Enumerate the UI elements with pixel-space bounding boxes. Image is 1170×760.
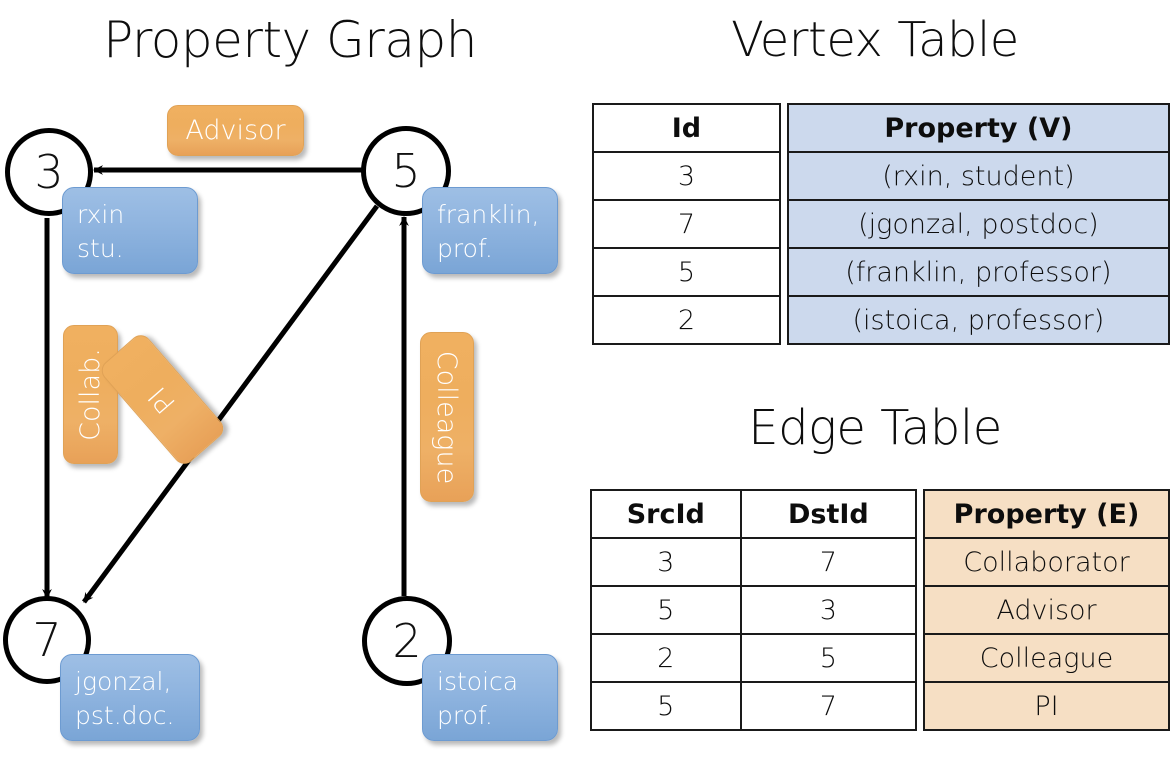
graph-node-5-label: 5 — [391, 144, 421, 198]
edge-table-column-gap — [916, 490, 924, 538]
vertex-prop-box-rxin-role: stu. — [77, 234, 124, 263]
page-title-edge-table: Edge Table — [748, 400, 1002, 456]
table-row[interactable]: 3 7 Collaborator — [590, 537, 1170, 587]
table-row[interactable]: 3 (rxin, student) — [592, 151, 1170, 201]
vertex-row-0-id: 3 — [592, 151, 781, 201]
edge-table-column-gap — [916, 682, 924, 730]
edge-row-1-src: 5 — [590, 585, 742, 635]
vertex-table: Id Property (V) 3 (rxin, student) 7 (jgo… — [592, 103, 1170, 345]
edge-table-header-srcid: SrcId — [590, 489, 742, 539]
vertex-prop-box-franklin-name: franklin, — [437, 200, 540, 229]
vertex-row-1-id: 7 — [592, 199, 781, 249]
vertex-row-1-property: (jgonzal, postdoc) — [786, 199, 1170, 249]
vertex-prop-box-rxin-name: rxin — [77, 200, 125, 229]
edge-table-column-gap — [916, 586, 924, 634]
edge-row-0-dst: 7 — [739, 537, 918, 587]
edge-table-header-property: Property (E) — [923, 489, 1170, 539]
table-row[interactable]: 5 7 PI — [590, 681, 1170, 731]
edge-label-colleague: Colleague — [420, 332, 474, 502]
property-graph-panel: Property Graph 3 5 7 2 rxin stu. frankli… — [0, 0, 580, 760]
edge-label-advisor: Advisor — [167, 105, 304, 156]
graph-node-3-label: 3 — [34, 145, 64, 199]
vertex-prop-box-franklin: franklin, prof. — [422, 187, 558, 274]
vertex-row-3-id: 2 — [592, 295, 781, 345]
edge-row-2-dst: 5 — [739, 633, 918, 683]
edge-table-header-dstid: DstId — [739, 489, 918, 539]
vertex-prop-box-istoica: istoica prof. — [422, 654, 558, 741]
edge-table-column-gap — [916, 538, 924, 586]
edge-label-colleague-text: Colleague — [431, 350, 463, 484]
page-title-vertex-table: Vertex Table — [731, 12, 1019, 68]
edge-label-collab-text: Collab. — [75, 348, 106, 441]
page-title-property-graph: Property Graph — [103, 11, 477, 69]
vertex-table-header-row: Id Property (V) — [592, 103, 1170, 153]
edge-label-collab: Collab. — [63, 325, 118, 464]
vertex-table-header-property: Property (V) — [786, 103, 1170, 153]
vertex-row-0-property: (rxin, student) — [786, 151, 1170, 201]
vertex-prop-box-rxin: rxin stu. — [62, 187, 198, 274]
edge-table-column-gap — [916, 634, 924, 682]
edge-row-3-dst: 7 — [739, 681, 918, 731]
edge-label-pi-text: PI — [142, 380, 183, 419]
vertex-row-2-id: 5 — [592, 247, 781, 297]
table-row[interactable]: 2 5 Colleague — [590, 633, 1170, 683]
table-row[interactable]: 2 (istoica, professor) — [592, 295, 1170, 345]
vertex-prop-box-istoica-name: istoica — [437, 667, 519, 696]
table-row[interactable]: 5 3 Advisor — [590, 585, 1170, 635]
vertex-table-column-gap — [779, 248, 788, 296]
vertex-row-3-property: (istoica, professor) — [786, 295, 1170, 345]
graph-node-7-label: 7 — [32, 613, 62, 667]
vertex-prop-box-franklin-role: prof. — [437, 234, 493, 263]
table-row[interactable]: 7 (jgonzal, postdoc) — [592, 199, 1170, 249]
vertex-row-2-property: (franklin, professor) — [786, 247, 1170, 297]
vertex-prop-box-istoica-role: prof. — [437, 701, 493, 730]
graph-node-2-label: 2 — [392, 614, 422, 668]
edge-row-2-src: 2 — [590, 633, 742, 683]
graph-edges-layer — [42, 165, 409, 604]
vertex-table-header-id: Id — [592, 103, 781, 153]
vertex-prop-box-jgonzal-role: pst.doc. — [75, 701, 175, 730]
edge-row-1-dst: 3 — [739, 585, 918, 635]
edge-label-advisor-text: Advisor — [185, 115, 286, 146]
vertex-table-column-gap — [779, 152, 788, 200]
edge-row-1-property: Advisor — [923, 585, 1170, 635]
edge-row-3-property: PI — [923, 681, 1170, 731]
edge-5-to-7-pi — [81, 204, 380, 604]
edge-row-0-src: 3 — [590, 537, 742, 587]
vertex-table-column-gap — [779, 296, 788, 344]
vertex-prop-box-jgonzal: jgonzal, pst.doc. — [60, 654, 200, 741]
edge-row-2-property: Colleague — [923, 633, 1170, 683]
vertex-table-column-gap — [779, 104, 788, 152]
graph-node-5[interactable]: 5 — [361, 126, 451, 216]
edge-table: SrcId DstId Property (E) 3 7 Collaborato… — [590, 489, 1170, 731]
table-row[interactable]: 5 (franklin, professor) — [592, 247, 1170, 297]
edge-row-3-src: 5 — [590, 681, 742, 731]
edge-table-header-row: SrcId DstId Property (E) — [590, 489, 1170, 539]
vertex-prop-box-jgonzal-name: jgonzal, — [75, 667, 172, 696]
graph-node-2[interactable]: 2 — [362, 596, 452, 686]
vertex-table-column-gap — [779, 200, 788, 248]
edge-row-0-property: Collaborator — [923, 537, 1170, 587]
